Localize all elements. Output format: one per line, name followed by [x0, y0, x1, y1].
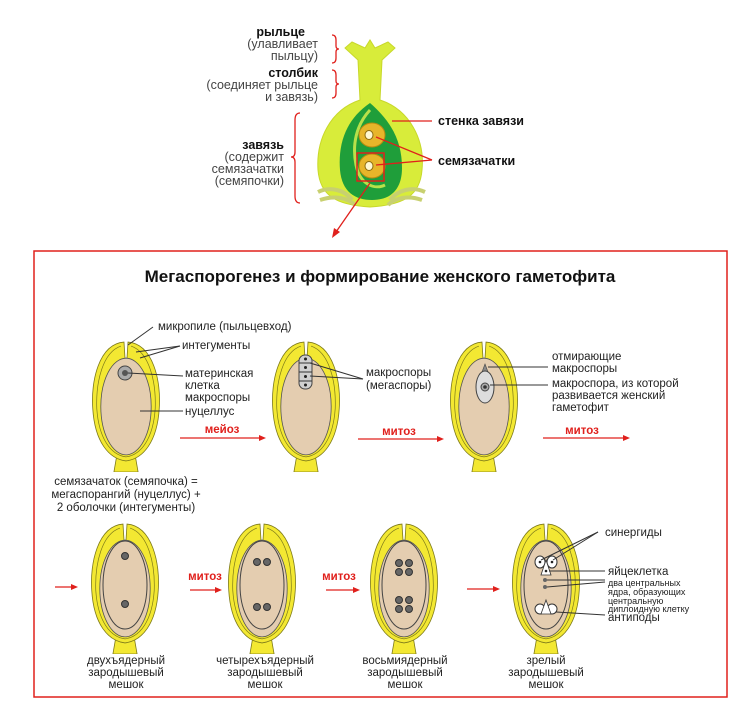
row2-captions: двухъядерный зародышевый мешок четырехъя… [87, 655, 584, 691]
ovule-pointer [375, 159, 433, 166]
ovule-stage-3 [450, 341, 518, 472]
stigma-desc: (улавливает [247, 37, 318, 51]
arrowhead [623, 435, 630, 441]
caption: мешок [388, 679, 424, 691]
embryo-sac-8-nuclei [370, 523, 438, 654]
style-desc: и завязь) [265, 90, 318, 104]
stigma-label: рыльце [256, 25, 305, 39]
mother-cell-nucleus [122, 370, 128, 376]
ovule-pointer [375, 136, 433, 161]
functional-macrospore [475, 363, 495, 404]
panel-title: Мегаспорогенез и формирование женского г… [145, 267, 616, 286]
mitosis-label: митоз [565, 425, 599, 437]
stigma-desc: пыльцу) [271, 49, 318, 63]
micropyle-pointer [127, 326, 154, 346]
ovary-wall-label: стенка завязи [438, 114, 524, 128]
ovule-definition: семязачаток (семяпочка) = [54, 476, 198, 488]
caption: зрелый [526, 655, 565, 667]
caption: восьмиядерный [362, 655, 447, 667]
dying-macrospores-label: отмирающие [552, 351, 621, 363]
caption: зародышевый [88, 667, 164, 679]
ovule-stage-1 [92, 341, 160, 472]
style-desc: (соединяет рыльце [206, 78, 318, 92]
embryo-sac-2-nuclei [91, 523, 159, 654]
ovules-label: семязачатки [438, 154, 515, 168]
macrospores-label: макроспоры [366, 367, 431, 379]
meiosis-label: мейоз [205, 424, 240, 436]
arrowhead [493, 586, 500, 592]
zoom-arrow [335, 182, 371, 233]
caption: зародышевый [227, 667, 303, 679]
ovary-bracket [290, 112, 301, 204]
process-panel [33, 250, 728, 698]
antipodals-label: антиподы [608, 612, 660, 624]
style-bracket [331, 69, 340, 99]
mother-cell-label: макроспоры [185, 392, 250, 404]
ovule-definition: мегаспорангий (нуцеллус) + [51, 489, 201, 501]
caption: мешок [248, 679, 284, 691]
ovule-definition: 2 оболочки (интегументы) [57, 502, 195, 514]
mother-cell-label: материнская [185, 368, 253, 380]
macrospore-pointer [309, 375, 364, 380]
zoom-arrowhead [332, 228, 340, 238]
style-label: столбик [268, 66, 318, 80]
synergids-label: синергиды [605, 527, 662, 539]
caption: двухъядерный [87, 655, 165, 667]
stigma-bracket [331, 34, 340, 64]
arrowhead [437, 436, 444, 442]
integument-pointer [139, 345, 181, 359]
mother-cell-label: клетка [185, 380, 220, 392]
ovary-label: завязь [242, 138, 284, 152]
mother-cell-pointer [127, 372, 184, 377]
micropyle-label: микропиле (пыльцевход) [158, 321, 292, 333]
arrowhead [71, 584, 78, 590]
macrospores-label: (мегаспоры) [366, 380, 432, 392]
functional-macrospore-label: гаметофит [552, 402, 610, 414]
integuments-label: интегументы [182, 340, 250, 352]
embryo-sac-4-nuclei [228, 523, 296, 654]
mitosis-label: митоз [382, 426, 416, 438]
caption: мешок [529, 679, 565, 691]
dying-macrospores-label: макроспоры [552, 363, 617, 375]
arrowhead [353, 587, 360, 593]
ovary-desc: (содержит [225, 150, 285, 164]
functional-macrospore-label: развивается женский [552, 390, 665, 402]
central-nuclei-label: ядра, образующих [608, 587, 686, 597]
egg-cell-label: яйцеклетка [608, 566, 669, 578]
mitosis-label: митоз [188, 571, 222, 583]
arrowhead [215, 587, 222, 593]
caption: четырехъядерный [216, 655, 314, 667]
mitosis-label: митоз [322, 571, 356, 583]
caption: зародышевый [367, 667, 443, 679]
caption: мешок [109, 679, 145, 691]
functional-macrospore-label: макроспора, из которой [552, 378, 679, 390]
ovary-desc: семязачатки [212, 162, 284, 176]
integument-pointer [135, 345, 181, 353]
central-nuclei-label: диплоидную клетку [608, 604, 690, 614]
pistil-illustration [317, 39, 426, 208]
caption: зародышевый [508, 667, 584, 679]
ovary-desc: (семяпочки) [215, 174, 284, 188]
central-nuclei-label: два центральных [608, 578, 681, 588]
arrowhead [259, 435, 266, 441]
macrospore-pointer [309, 362, 364, 380]
ovule-highlight-box [356, 152, 385, 182]
macrospore-tetrad [298, 354, 313, 390]
mature-embryo-sac [512, 523, 606, 654]
nucellus-label: нуцеллус [185, 406, 235, 418]
central-nuclei-label: центральную [608, 596, 664, 606]
